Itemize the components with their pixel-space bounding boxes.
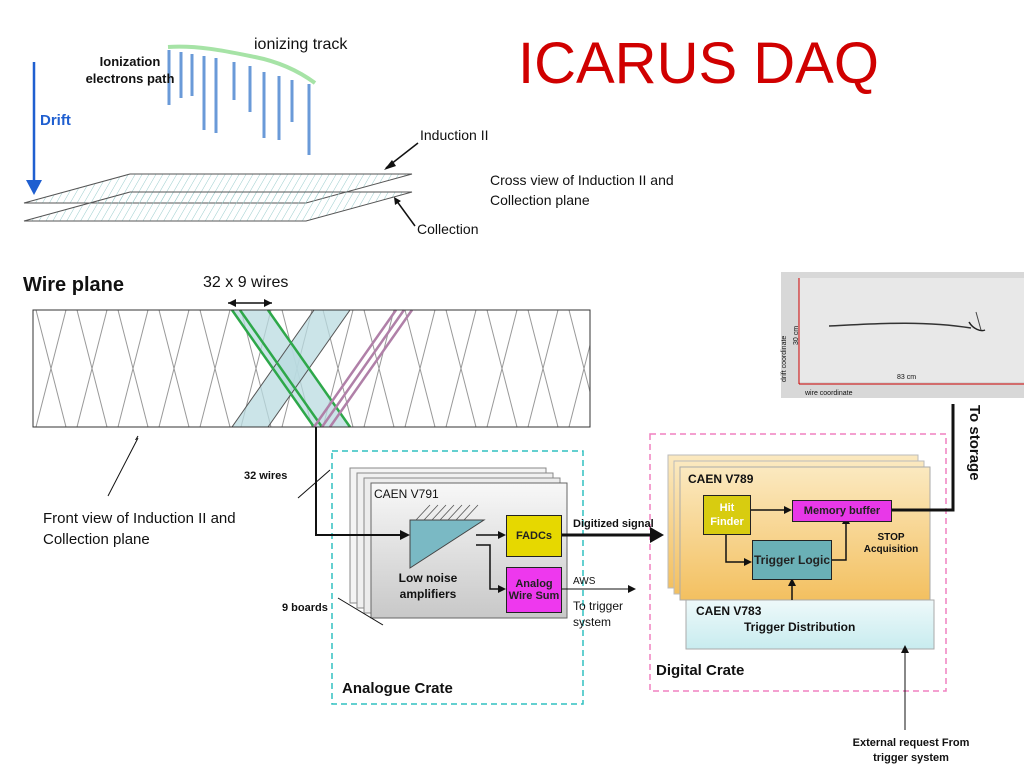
digital-crate-label: Digital Crate [656, 662, 745, 679]
digitized-signal-label: Digitized signal [573, 518, 654, 530]
drift-diagram [23, 44, 419, 227]
amplifier-label: Low noise amplifiers [398, 571, 458, 601]
page-title: ICARUS DAQ [518, 31, 879, 96]
event-image [781, 272, 1024, 398]
wire-plane-diagram [32, 299, 591, 440]
drift-label: Drift [40, 112, 71, 129]
to-storage-label: To storage [966, 405, 983, 481]
wire-coordinate-label: wire coordinate [805, 390, 853, 397]
v791-board-label: CAEN V791 [374, 487, 439, 501]
ionizing-track-label: ionizing track [254, 36, 348, 53]
hit-finder-block: Hit Finder [703, 495, 751, 535]
wire-plane-heading: Wire plane [23, 274, 124, 296]
trigger-logic-block: Trigger Logic [752, 540, 832, 580]
analogue-crate-label: Analogue Crate [342, 680, 453, 697]
induction-label: Induction II [420, 127, 489, 143]
wires-count-label: 32 x 9 wires [203, 274, 289, 291]
boards-label: 9 boards [282, 602, 328, 614]
front-view-label: Front view of Induction II and Collectio… [43, 510, 236, 548]
wires-32-label: 32 wires [244, 470, 288, 482]
trigger-distribution-label: Trigger Distribution [744, 620, 856, 634]
ionization-path-label: Ionization electrons path [85, 54, 175, 86]
fadcs-block: FADCs [506, 515, 562, 557]
external-request-label: External request From trigger system [852, 737, 970, 764]
stop-acquisition-label: STOP Acquisition [863, 532, 919, 555]
aws-label: AWS [573, 576, 596, 587]
front-view-pointer [107, 437, 139, 497]
wire-scale-label: 83 cm [897, 374, 917, 381]
analog-wire-sum-block: Analog Wire Sum [506, 567, 562, 613]
analogue-crate-border [331, 450, 584, 705]
to-trigger-label: To trigger system [573, 599, 624, 629]
v789-board-label: CAEN V789 [688, 472, 754, 486]
memory-buffer-block: Memory buffer [792, 500, 892, 522]
digital-crate-border [649, 433, 947, 692]
v783-board-label: CAEN V783 [696, 604, 762, 618]
cross-view-label: Cross view of Induction II and Collectio… [490, 172, 674, 208]
collection-label: Collection [417, 221, 479, 237]
